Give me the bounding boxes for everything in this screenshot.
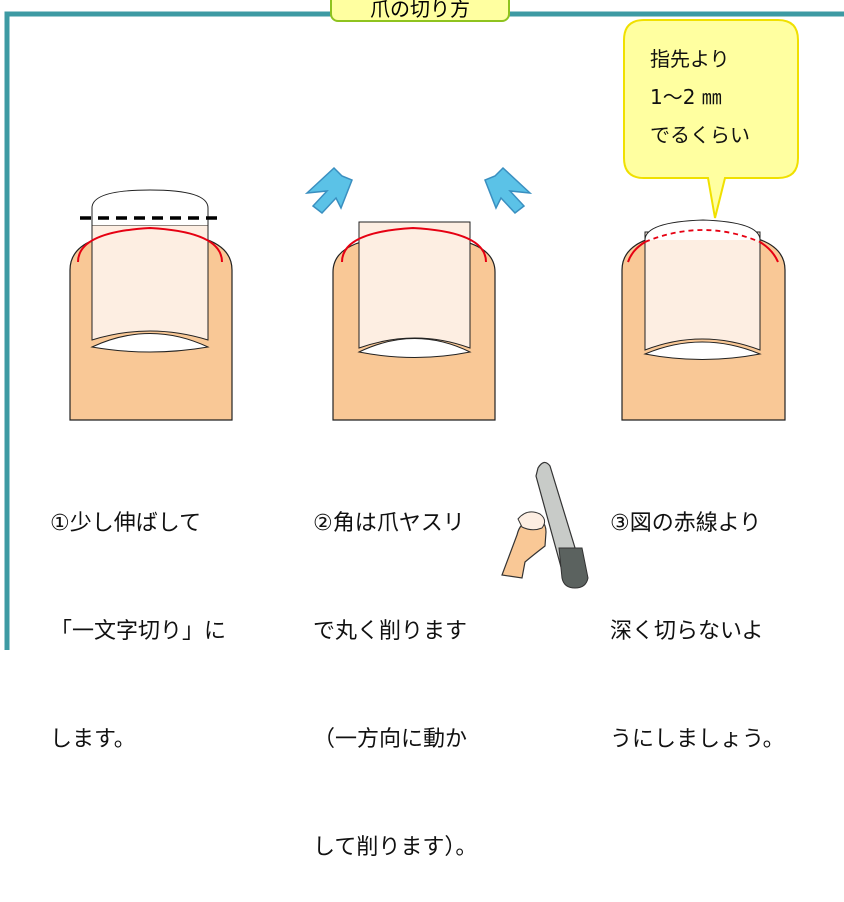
caption-line: 深く切らないよ (610, 619, 764, 644)
bubble-line: でるくらい (650, 123, 750, 147)
red-line (341, 226, 487, 263)
finger-3-illustration (621, 219, 786, 421)
caption-line: うにしましょう。 (610, 727, 785, 752)
page-title: 爪の切り方 (330, 0, 510, 22)
caption-line: で丸く削ります (313, 619, 468, 644)
caption-line: ②角は爪ヤスリ (313, 511, 465, 536)
red-line-solid (627, 241, 646, 263)
arrow-left-icon (304, 166, 353, 215)
speech-bubble (623, 19, 799, 219)
nail-care-illustration (4, 11, 844, 650)
caption-line: （一方向に動か (313, 727, 468, 752)
arrow-right-icon (484, 166, 533, 215)
bubble-line: 指先より (650, 47, 730, 71)
caption-line: ③図の赤線より (610, 511, 762, 536)
step-1-caption: ①少し伸ばして 「一文字切り」に します。 (50, 434, 226, 794)
finger-2-illustration (304, 166, 533, 421)
step-3-caption: ③図の赤線より 深く切らないよ うにしましょう。 (610, 434, 785, 794)
frame (4, 11, 844, 650)
bubble-line: 1～2 ㎜ (650, 85, 722, 109)
caption-line: して削ります）。 (313, 835, 478, 860)
red-line (77, 226, 223, 263)
caption-line: ①少し伸ばして (50, 511, 202, 536)
free-edge (644, 219, 761, 241)
bubble-text: 指先より 1～2 ㎜ でるくらい (650, 40, 750, 154)
caption-line: します。 (50, 727, 136, 752)
red-line-dashed (644, 229, 761, 243)
red-line-solid (759, 241, 779, 263)
nail-file-illustration (501, 461, 589, 589)
finger-1-illustration (69, 189, 233, 421)
step-2-caption: ②角は爪ヤスリ で丸く削ります （一方向に動か して削ります）。 (313, 434, 477, 902)
caption-line: 「一文字切り」に (50, 619, 227, 644)
